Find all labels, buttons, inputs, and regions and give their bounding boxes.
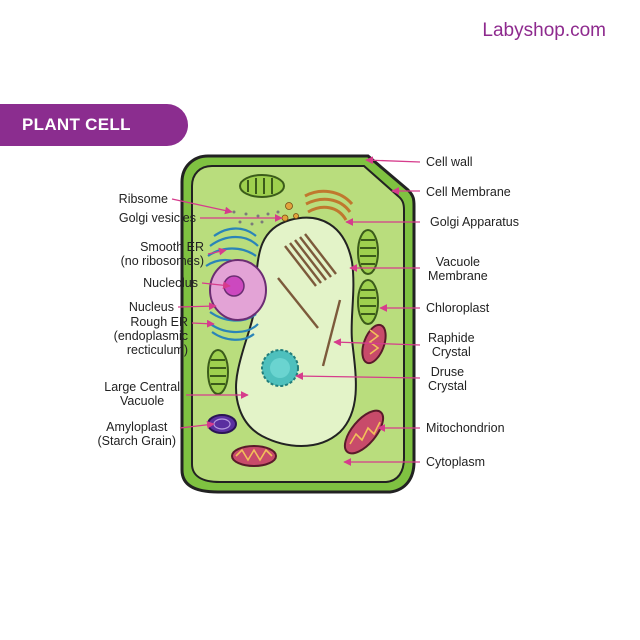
label-raphide-line-1: Raphide [428,331,475,345]
label-cytoplasm: Cytoplasm [426,455,486,469]
label-mitochondrion: Mitochondrion [426,421,505,435]
label-druse-crystal: Druse Crystal [428,365,467,393]
label-raphide-line-2: Crystal [431,345,471,359]
label-vacuole-membrane: Vacuole Membrane [428,255,488,283]
label-nucleolus: Nucleolus [143,276,198,290]
label-cell-wall: Cell wall [426,155,473,169]
label-rough-er-line-2: (endoplasmic [113,329,188,343]
leader-lines-left [171,198,283,429]
chloroplast-right-1 [357,229,379,275]
chloroplast-right-2 [357,279,379,325]
druse-crystal [261,349,299,387]
label-druse-line-1: Druse [430,365,465,379]
label-golgi-apparatus: Golgi Apparatus [430,215,519,229]
label-ribosome: Ribsome [118,192,168,206]
label-smooth-er: Smooth ER (no ribosomes) [121,240,204,268]
label-rough-er-line-1: Rough ER [130,315,188,329]
raphide-crystal [277,233,342,367]
brand-logo-text: Labyshop.com [482,20,606,41]
leader-lines-right [295,156,421,466]
ribosomes [232,210,280,226]
label-large-central-vacuole: Large Central Vacuole [104,380,180,408]
label-vacuole-membrane-line-1: Vacuole [435,255,480,269]
label-rough-er-line-3: recticulum) [126,343,188,357]
nucleus [209,259,267,321]
label-smooth-er-line-1: Smooth ER [140,240,204,254]
label-vacuole-line-1: Large Central [104,380,180,394]
label-vacuole-membrane-line-2: Membrane [428,269,488,283]
label-rough-er: Rough ER (endoplasmic recticulum) [114,315,188,357]
mitochondrion-right-2 [343,409,385,455]
label-raphide-crystal: Raphide Crystal [428,331,475,359]
chloroplast-left [207,349,229,395]
label-nucleus: Nucleus [128,300,174,314]
label-cell-membrane: Cell Membrane [426,185,511,199]
page-title: PLANT CELL [0,104,188,146]
golgi-apparatus [304,189,354,221]
label-amyloplast-line-1: Amyloplast [106,420,168,434]
label-smooth-er-line-2: (no ribosomes) [120,254,204,268]
label-amyloplast-line-2: (Starch Grain) [97,434,177,448]
golgi-vesicles [281,202,299,222]
mitochondrion-bottom [231,445,277,467]
label-vacuole-line-2: Vacuole [120,394,165,408]
label-druse-line-2: Crystal [428,379,467,393]
label-chloroplast: Chloroplast [426,301,490,315]
label-amyloplast: Amyloplast (Starch Grain) [98,420,177,448]
chloroplast-top [239,174,285,198]
label-golgi-vesicles: Golgi vesicles [118,211,196,225]
